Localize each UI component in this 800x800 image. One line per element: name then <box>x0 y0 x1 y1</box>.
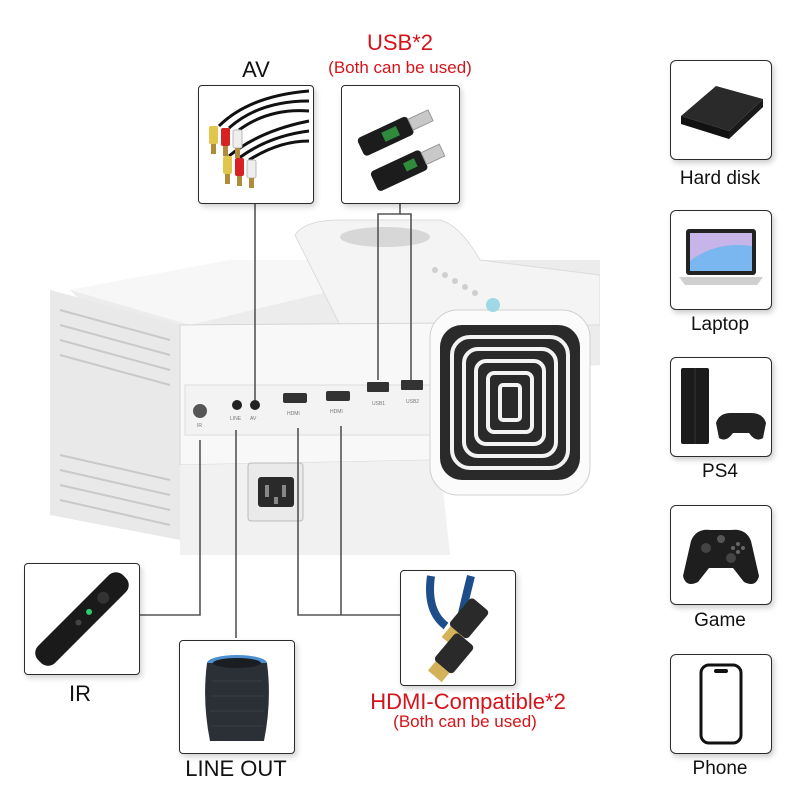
device-card-game <box>670 505 772 605</box>
device-label-laptop: Laptop <box>690 314 750 335</box>
device-label-ps4: PS4 <box>702 461 738 482</box>
device-label-hard-disk: Hard disk <box>679 168 761 189</box>
hdmi-title: HDMI-Compatible*2 <box>370 689 566 714</box>
hard-disk-icon <box>681 86 763 139</box>
svg-text:USB2: USB2 <box>406 399 419 405</box>
device-label-phone: Phone <box>692 758 748 779</box>
ir-label: IR <box>69 681 91 706</box>
usb-drive-image <box>341 85 460 204</box>
device-card-phone <box>670 654 772 754</box>
svg-text:HDMI: HDMI <box>330 409 343 415</box>
line-out-label: LINE OUT <box>185 756 287 781</box>
projector-illustration: IR LINE AV HDMI HDMI USB1 USB2 <box>50 219 600 555</box>
svg-text:LINE: LINE <box>230 416 242 422</box>
svg-text:HDMI: HDMI <box>287 411 300 417</box>
av-label: AV <box>242 57 270 82</box>
device-label-game: Game <box>694 610 746 631</box>
device-card-hard-disk <box>670 60 772 160</box>
av-cable-image <box>198 85 314 204</box>
device-card-ps4 <box>670 357 772 457</box>
speaker-image <box>179 640 295 754</box>
usb-subtitle: (Both can be used) <box>328 58 472 77</box>
port-label-ir: IR <box>197 423 202 429</box>
svg-text:AV: AV <box>250 416 257 422</box>
usb-title: USB*2 <box>366 30 434 55</box>
ps4-icon <box>681 368 766 444</box>
laptop-icon <box>679 229 763 285</box>
game-controller-icon <box>683 529 759 584</box>
hdmi-cable-image <box>400 570 516 686</box>
hdmi-subtitle: (Both can be used) <box>393 712 537 731</box>
ir-remote-image <box>24 563 140 675</box>
device-card-laptop <box>670 210 772 310</box>
phone-icon <box>699 663 743 745</box>
svg-text:USB1: USB1 <box>372 401 385 407</box>
